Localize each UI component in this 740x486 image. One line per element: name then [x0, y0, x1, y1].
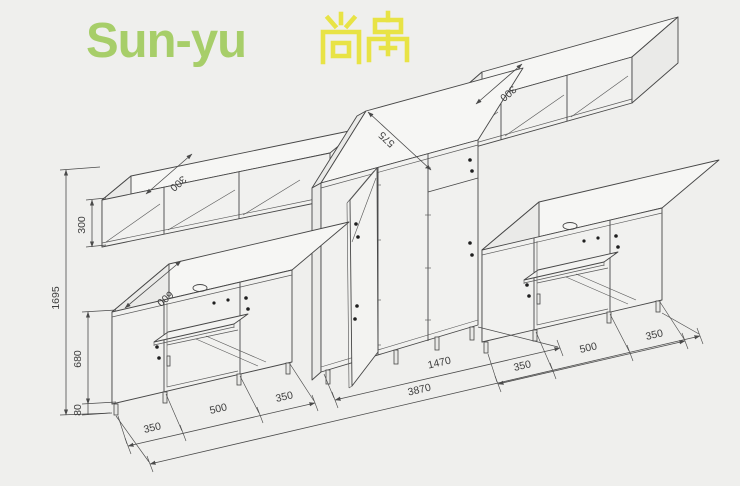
- dim-right-chain-3: 350: [644, 327, 664, 343]
- dim-leg-height: 80: [72, 404, 84, 416]
- dim-right-chain-1: 350: [512, 358, 532, 374]
- cable-grommet: [192, 284, 208, 292]
- dim-left-chain-2: 500: [208, 401, 228, 417]
- dim-right-chain-2: 500: [578, 340, 598, 356]
- right-desk: [481, 159, 720, 354]
- logo-cjk-glyphs: [320, 10, 410, 65]
- logo-latin-text: Sun-yu: [86, 14, 246, 68]
- dim-left-chain-1: 350: [142, 420, 162, 436]
- dim-wardrobe-width: 1470: [427, 355, 453, 372]
- dim-shelf-left-height: 300: [76, 216, 88, 234]
- dim-total-height: 1695: [50, 286, 62, 310]
- dimension-annotations: 1695 680 80 300 300 300 600 575: [50, 63, 704, 473]
- dim-total-width: 3870: [407, 382, 433, 399]
- dim-left-chain-3: 350: [274, 389, 294, 405]
- logo: Sun-yu: [86, 10, 410, 68]
- wardrobe-open-door: [346, 167, 379, 389]
- dim-desk-body-height: 680: [72, 350, 84, 368]
